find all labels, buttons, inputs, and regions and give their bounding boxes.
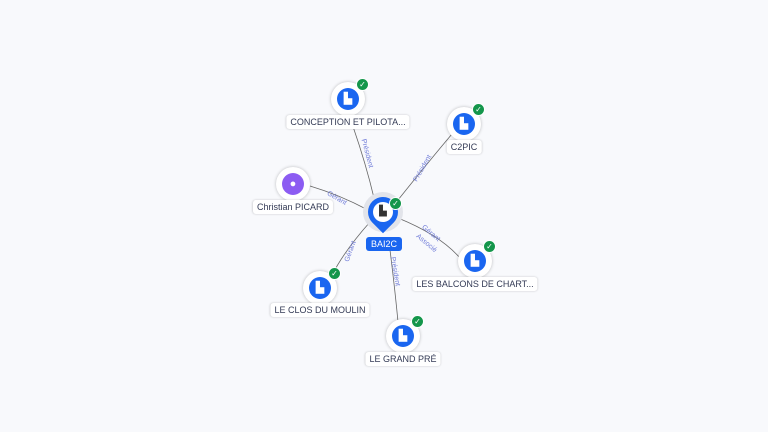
edge-balcons	[397, 217, 461, 259]
verified-check-icon: ✓	[483, 240, 496, 253]
node-label[interactable]: C2PIC	[446, 140, 482, 154]
edge-c2pic	[397, 133, 453, 201]
verified-check-icon: ✓	[472, 103, 485, 116]
node-c2pic[interactable]: ▙✓	[447, 103, 485, 141]
node-le-grand-pre[interactable]: ▙✓	[386, 315, 424, 353]
node-conception[interactable]: ▙✓	[331, 78, 369, 116]
building-icon: ▙	[373, 202, 393, 222]
node-le-clos-du-moulin[interactable]: ▙✓	[303, 267, 341, 305]
node-christian-picard[interactable]: ●	[276, 167, 310, 201]
node-les-balcons[interactable]: ▙✓	[458, 240, 496, 278]
center-node-label[interactable]: BAI2C	[365, 237, 403, 251]
building-icon: ▙	[309, 277, 331, 299]
verified-check-icon: ✓	[328, 267, 341, 280]
node-label[interactable]: LES BALCONS DE CHART...	[412, 277, 538, 291]
building-icon: ▙	[337, 88, 359, 110]
edge-grandpre	[389, 249, 399, 323]
building-icon: ▙	[464, 250, 486, 272]
node-label[interactable]: LE CLOS DU MOULIN	[270, 303, 370, 317]
node-label[interactable]: Christian PICARD	[252, 200, 334, 214]
building-icon: ▙	[392, 325, 414, 347]
node-label[interactable]: CONCEPTION ET PILOTA...	[286, 115, 410, 129]
verified-check-icon: ✓	[411, 315, 424, 328]
building-icon: ▙	[453, 113, 475, 135]
node-label[interactable]: LE GRAND PRÉ	[365, 352, 441, 366]
person-icon: ●	[282, 173, 304, 195]
verified-check-icon: ✓	[389, 197, 402, 210]
verified-check-icon: ✓	[356, 78, 369, 91]
